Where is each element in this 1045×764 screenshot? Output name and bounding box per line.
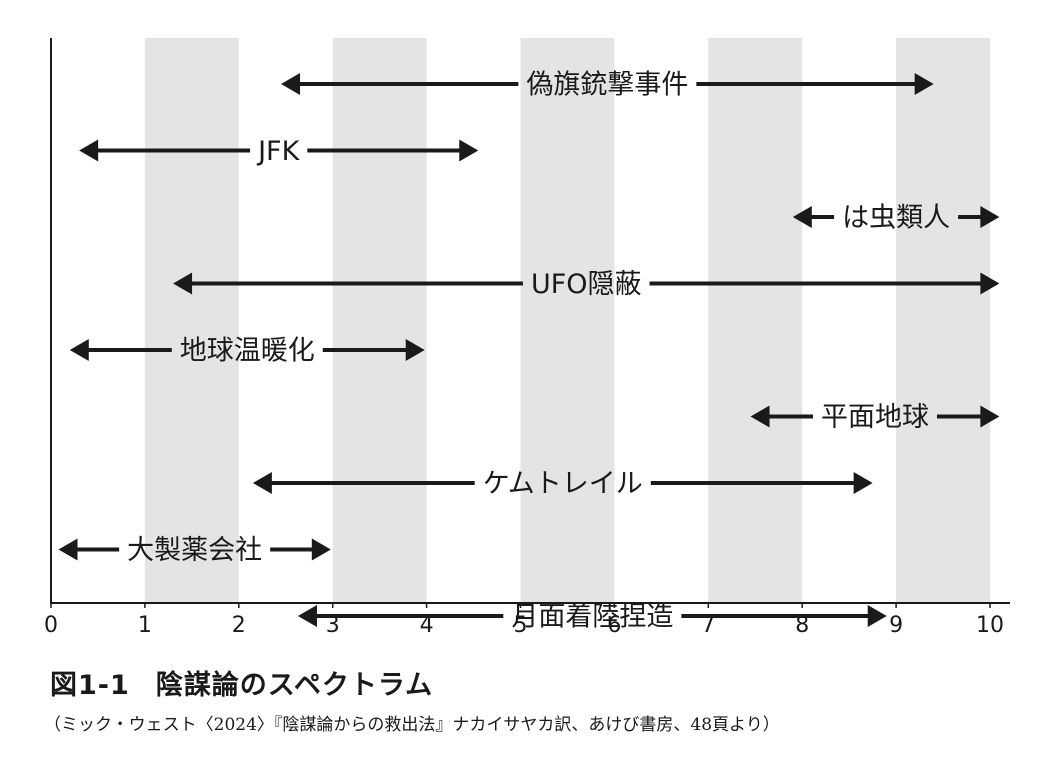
range-label-6: ケムトレイル (483, 469, 643, 500)
x-tick-label-8: 8 (795, 613, 809, 638)
range-4: 地球温暖化 (69, 336, 425, 367)
range-arrowhead-right-5 (980, 405, 1000, 428)
range-label-3: UFO隠蔽 (531, 269, 642, 300)
range-7: 大製薬会社 (58, 535, 331, 566)
shaded-band-2 (520, 38, 615, 603)
range-arrowhead-left-6 (252, 472, 272, 494)
range-label-7: 大製薬会社 (127, 535, 262, 566)
range-3: UFO隠蔽 (173, 269, 1000, 300)
range-label-4: 地球温暖化 (180, 336, 315, 367)
x-tick-label-9: 9 (889, 613, 903, 638)
x-tick-label-6: 6 (607, 613, 621, 638)
range-arrowhead-right-6 (853, 472, 873, 494)
range-arrowhead-left-2 (792, 206, 812, 228)
conspiracy-spectrum-chart: 0 1 2 3 4 5 6 7 8 9 10 偽旗銃撃事件 JFK は虫類人 UFO隠蔽地球温暖化平面地球… (44, 38, 1010, 638)
range-label-5: 平面地球 (821, 402, 929, 433)
x-axis-ticks: 0 1 2 3 4 5 6 7 8 9 10 (44, 603, 1004, 638)
x-tick-label-1: 1 (138, 613, 152, 638)
range-2: は虫類人 (792, 203, 1000, 234)
figure-caption: 図1-1 陰謀論のスペクトラム （ミック・ウェスト〈2024〉『陰謀論からの救出法… (44, 663, 1040, 735)
shaded-band-0 (144, 38, 239, 603)
shaded-band-3 (708, 38, 803, 603)
range-label-0: 偽旗銃撃事件 (526, 70, 688, 101)
chart-canvas: 0 1 2 3 4 5 6 7 8 9 10 偽旗銃撃事件 JFK は虫類人 UFO隠蔽地球温暖化平面地球… (44, 38, 1010, 638)
range-arrowhead-right-2 (980, 206, 1000, 228)
range-8: 月面着陸捏造 (297, 602, 887, 633)
range-arrowhead-left-0 (281, 73, 301, 95)
x-tick-label-5: 5 (514, 613, 528, 638)
range-arrowhead-right-0 (914, 73, 934, 95)
range-arrows: 偽旗銃撃事件 JFK は虫類人 UFO隠蔽地球温暖化平面地球ケムトレイル大製薬会社月面… (58, 70, 1000, 633)
shaded-band-1 (332, 38, 427, 603)
axes (50, 38, 1010, 604)
range-1: JFK (79, 136, 479, 167)
range-arrowhead-left-4 (69, 339, 89, 361)
figure-title-text: 陰謀論のスペクトラム (155, 670, 434, 701)
range-arrowhead-left-1 (79, 139, 99, 162)
shaded-bands (144, 38, 990, 603)
range-arrowhead-right-7 (311, 538, 331, 561)
range-arrowhead-left-7 (58, 538, 78, 561)
range-arrowhead-right-8 (867, 605, 887, 627)
figure-source: （ミック・ウェスト〈2024〉『陰謀論からの救出法』ナカイサヤカ訳、あけび書房、… (44, 715, 780, 735)
shaded-band-4 (896, 38, 990, 603)
range-arrowhead-left-5 (750, 405, 770, 428)
range-arrowhead-right-3 (980, 272, 1000, 295)
range-arrowhead-right-4 (405, 339, 425, 361)
range-label-1: JFK (256, 136, 300, 167)
figure-number: 図1-1 (50, 670, 130, 701)
range-label-2: は虫類人 (842, 203, 950, 234)
range-arrowhead-left-8 (297, 605, 317, 627)
x-tick-label-2: 2 (232, 613, 246, 638)
x-tick-label-4: 4 (420, 613, 434, 638)
range-arrowhead-right-1 (459, 139, 479, 162)
range-5: 平面地球 (750, 402, 1000, 433)
range-arrowhead-left-3 (173, 272, 193, 295)
x-tick-label-10: 10 (976, 613, 1004, 638)
range-0: 偽旗銃撃事件 (281, 70, 934, 101)
x-tick-label-3: 3 (326, 613, 340, 638)
figure-title: 図1-1 陰謀論のスペクトラム (50, 663, 1040, 702)
x-tick-label-7: 7 (701, 613, 715, 638)
x-tick-label-0: 0 (44, 613, 58, 638)
range-label-8: 月面着陸捏造 (511, 602, 673, 633)
range-6: ケムトレイル (252, 469, 873, 500)
